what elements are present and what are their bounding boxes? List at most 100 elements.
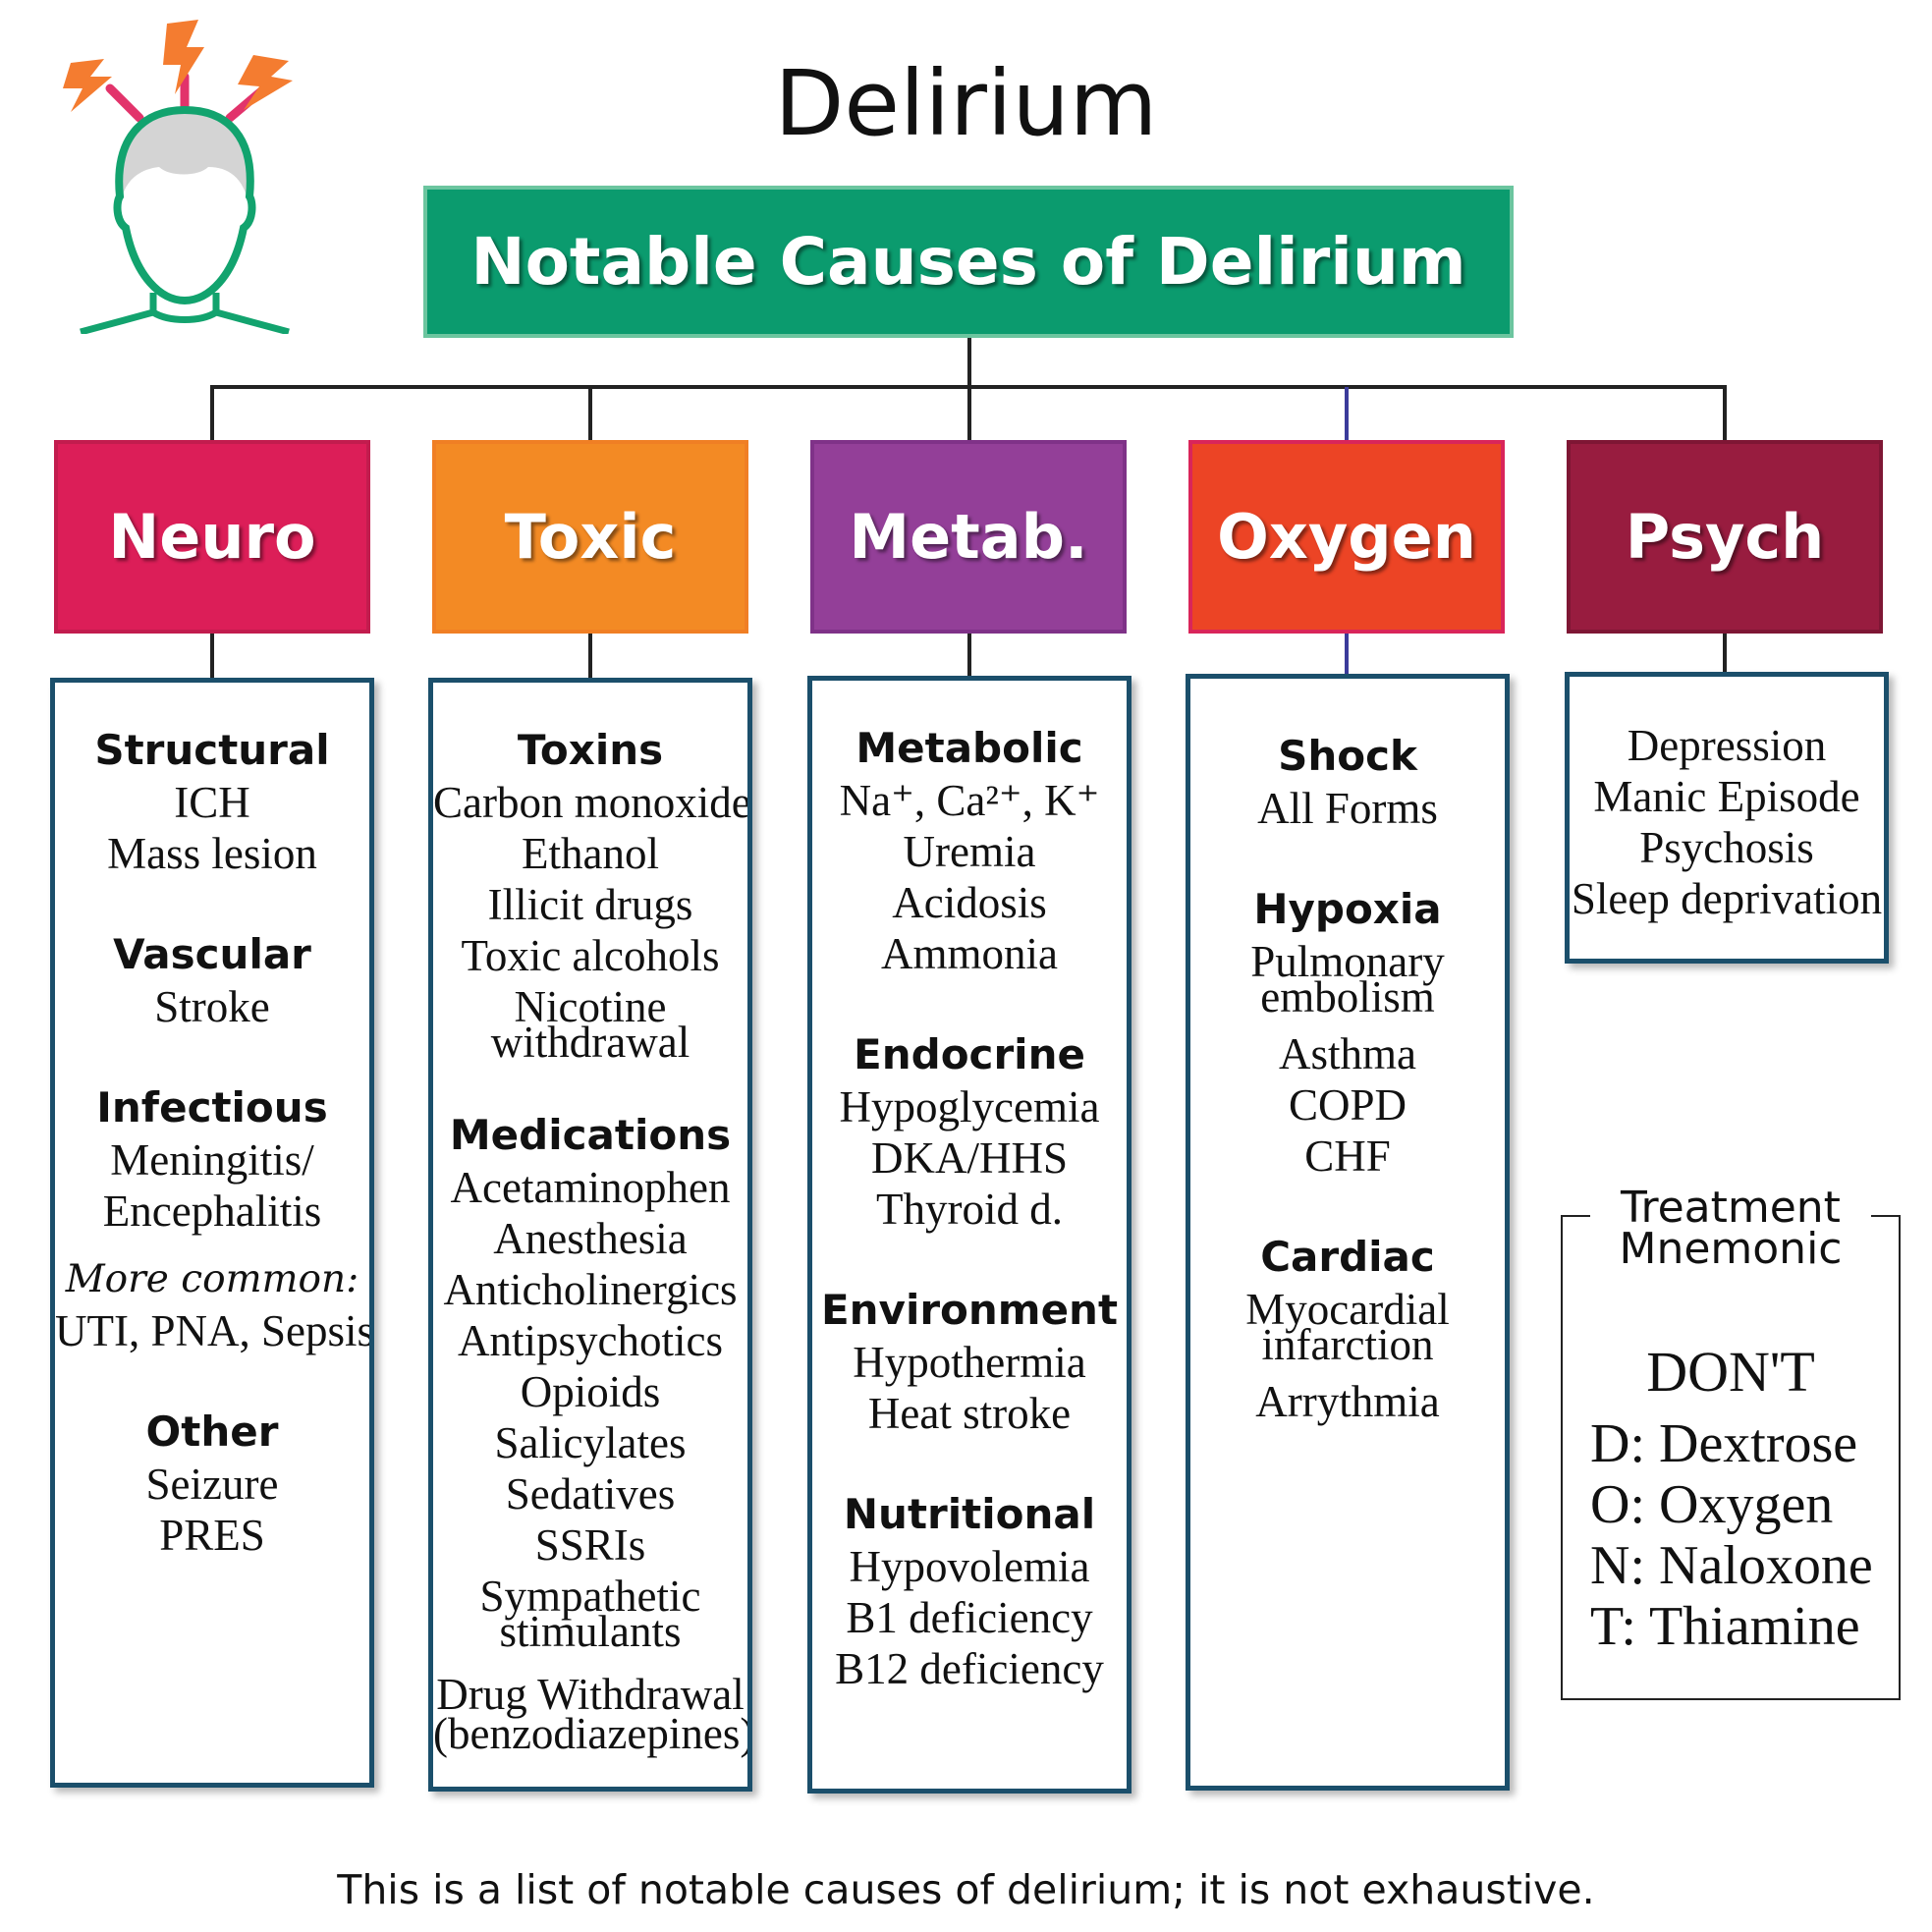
mnemonic-lines: D: Dextrose O: Oxygen N: Naloxone T: Thi… [1590, 1413, 1873, 1657]
section-heading: Vascular [113, 930, 311, 978]
list-item: Nicotine [514, 982, 667, 1031]
neuro-section-structural: Structural ICH Mass lesion [55, 724, 369, 879]
category-metab: Metab. [810, 440, 1127, 634]
oxygen-section-shock: Shock All Forms [1190, 730, 1505, 834]
mnemonic-title-line2: Mnemonic [1619, 1224, 1843, 1274]
list-item: Opioids [520, 1367, 661, 1416]
section-heading: Hypoxia [1253, 885, 1442, 933]
list-item: Carbon monoxide [433, 778, 751, 827]
psych-list: Depression Manic Episode Psychosis Sleep… [1565, 672, 1889, 964]
list-item: Manic Episode [1593, 772, 1860, 821]
section-heading: Nutritional [843, 1490, 1096, 1538]
category-psych: Psych [1567, 440, 1883, 634]
list-item: UTI, PNA, Sepsis [55, 1306, 374, 1355]
metab-list: Metabolic Na⁺, Ca²⁺, K⁺ Uremia Acidosis … [807, 676, 1132, 1794]
mnemonic-line: N: Naloxone [1590, 1535, 1873, 1596]
section-heading: Structural [94, 726, 330, 774]
connector-lines [210, 338, 1727, 678]
list-item: Acidosis [892, 878, 1047, 927]
page-title: Delirium [774, 51, 1158, 156]
list-item: CHF [1304, 1132, 1391, 1181]
oxygen-list: Shock All Forms Hypoxia Pulmonary emboli… [1186, 674, 1510, 1791]
mnemonic-title-line1: Treatment [1621, 1183, 1841, 1233]
list-item: Asthma [1279, 1029, 1416, 1078]
metab-section-nutritional: Nutritional Hypovolemia B1 deficiency B1… [812, 1488, 1127, 1694]
list-item: Illicit drugs [487, 880, 693, 929]
section-heading: Environment [820, 1286, 1119, 1334]
section-heading: Metabolic [856, 724, 1083, 772]
list-item: Myocardial [1245, 1285, 1450, 1334]
list-item: Uremia [903, 827, 1036, 876]
category-neuro: Neuro [54, 440, 370, 634]
list-item: Toxic alcohols [461, 931, 720, 980]
neuro-section-vascular: Vascular Stroke [55, 928, 369, 1032]
footnote: This is a list of notable causes of deli… [337, 1866, 1595, 1913]
oxygen-section-hypoxia: Hypoxia Pulmonary embolism Asthma COPD C… [1190, 883, 1505, 1182]
list-item: Anticholinergics [443, 1265, 738, 1314]
metab-section-environment: Environment Hypothermia Heat stroke [812, 1284, 1127, 1439]
category-psych-label: Psych [1625, 501, 1825, 573]
section-heading: Infectious [96, 1083, 328, 1132]
category-oxygen: Oxygen [1188, 440, 1505, 634]
list-item: Meningitis/ [110, 1135, 314, 1185]
neuro-section-infectious: Infectious Meningitis/ Encephalitis More… [55, 1081, 369, 1356]
list-item: stimulants [499, 1607, 682, 1656]
list-item: embolism [1260, 972, 1435, 1021]
list-item: Sympathetic [479, 1572, 701, 1621]
category-metab-label: Metab. [849, 501, 1088, 573]
list-item: Drug Withdrawal [436, 1670, 745, 1719]
metab-section-endocrine: Endocrine Hypoglycemia DKA/HHS Thyroid d… [812, 1028, 1127, 1235]
mnemonic-word: DON'T [1646, 1340, 1815, 1404]
section-heading: Cardiac [1260, 1233, 1435, 1281]
section-heading: Toxins [517, 726, 664, 774]
list-item: Encephalitis [102, 1187, 322, 1236]
list-item: Psychosis [1639, 823, 1814, 872]
list-item: Acetaminophen [450, 1163, 731, 1212]
mnemonic-line: O: Oxygen [1590, 1474, 1834, 1535]
list-item: Hypoglycemia [839, 1082, 1100, 1132]
list-item: B1 deficiency [846, 1593, 1093, 1642]
banner: Notable Causes of Delirium [423, 186, 1514, 338]
list-item: Thyroid d. [876, 1185, 1063, 1234]
list-item: Stroke [154, 982, 270, 1031]
list-item: Hypothermia [853, 1338, 1086, 1387]
toxic-section-medications: Medications Acetaminophen Anesthesia Ant… [433, 1109, 747, 1656]
category-neuro-label: Neuro [108, 501, 316, 573]
list-item: (benzodiazepines) [433, 1709, 752, 1758]
list-item: withdrawal [490, 1018, 690, 1067]
list-item: PRES [159, 1511, 265, 1560]
list-item: DKA/HHS [870, 1133, 1069, 1183]
list-item: Ethanol [522, 829, 659, 878]
list-item: Heat stroke [867, 1389, 1072, 1438]
list-item: Hypovolemia [849, 1542, 1090, 1591]
neuro-list: Structural ICH Mass lesion Vascular Stro… [50, 678, 374, 1788]
list-item: B12 deficiency [835, 1644, 1104, 1693]
list-item: SSRIs [534, 1520, 646, 1570]
banner-label: Notable Causes of Delirium [470, 224, 1466, 300]
list-item: infarction [1261, 1320, 1434, 1369]
category-toxic: Toxic [432, 440, 748, 634]
metab-section-metabolic: Metabolic Na⁺, Ca²⁺, K⁺ Uremia Acidosis … [812, 722, 1127, 979]
mnemonic-line: T: Thiamine [1590, 1596, 1860, 1657]
section-heading: Other [145, 1408, 279, 1456]
toxic-section-toxins: Toxins Carbon monoxide Ethanol Illicit d… [433, 724, 751, 1067]
list-item: All Forms [1257, 784, 1438, 833]
toxic-section-withdrawal: Drug Withdrawal (benzodiazepines) [433, 1670, 752, 1758]
toxic-list: Toxins Carbon monoxide Ethanol Illicit d… [428, 678, 752, 1792]
list-item: Salicylates [494, 1418, 687, 1467]
list-item: Sedatives [505, 1469, 676, 1518]
list-item: Depression [1627, 721, 1827, 770]
treatment-mnemonic: Treatment Mnemonic DON'T D: Dextrose O: … [1561, 1187, 1901, 1700]
list-item: Arrythmia [1255, 1377, 1440, 1426]
category-toxic-label: Toxic [504, 501, 677, 573]
mnemonic-line: D: Dextrose [1590, 1413, 1858, 1474]
list-item: Pulmonary [1250, 937, 1445, 986]
section-heading: Medications [449, 1111, 732, 1159]
list-item: Ammonia [881, 929, 1058, 978]
mnemonic-title: Treatment Mnemonic [1590, 1183, 1871, 1274]
section-note: More common: [65, 1257, 359, 1301]
section-heading: Shock [1278, 732, 1417, 780]
list-item: ICH [174, 778, 250, 827]
oxygen-section-cardiac: Cardiac Myocardial infarction Arrythmia [1190, 1231, 1505, 1427]
